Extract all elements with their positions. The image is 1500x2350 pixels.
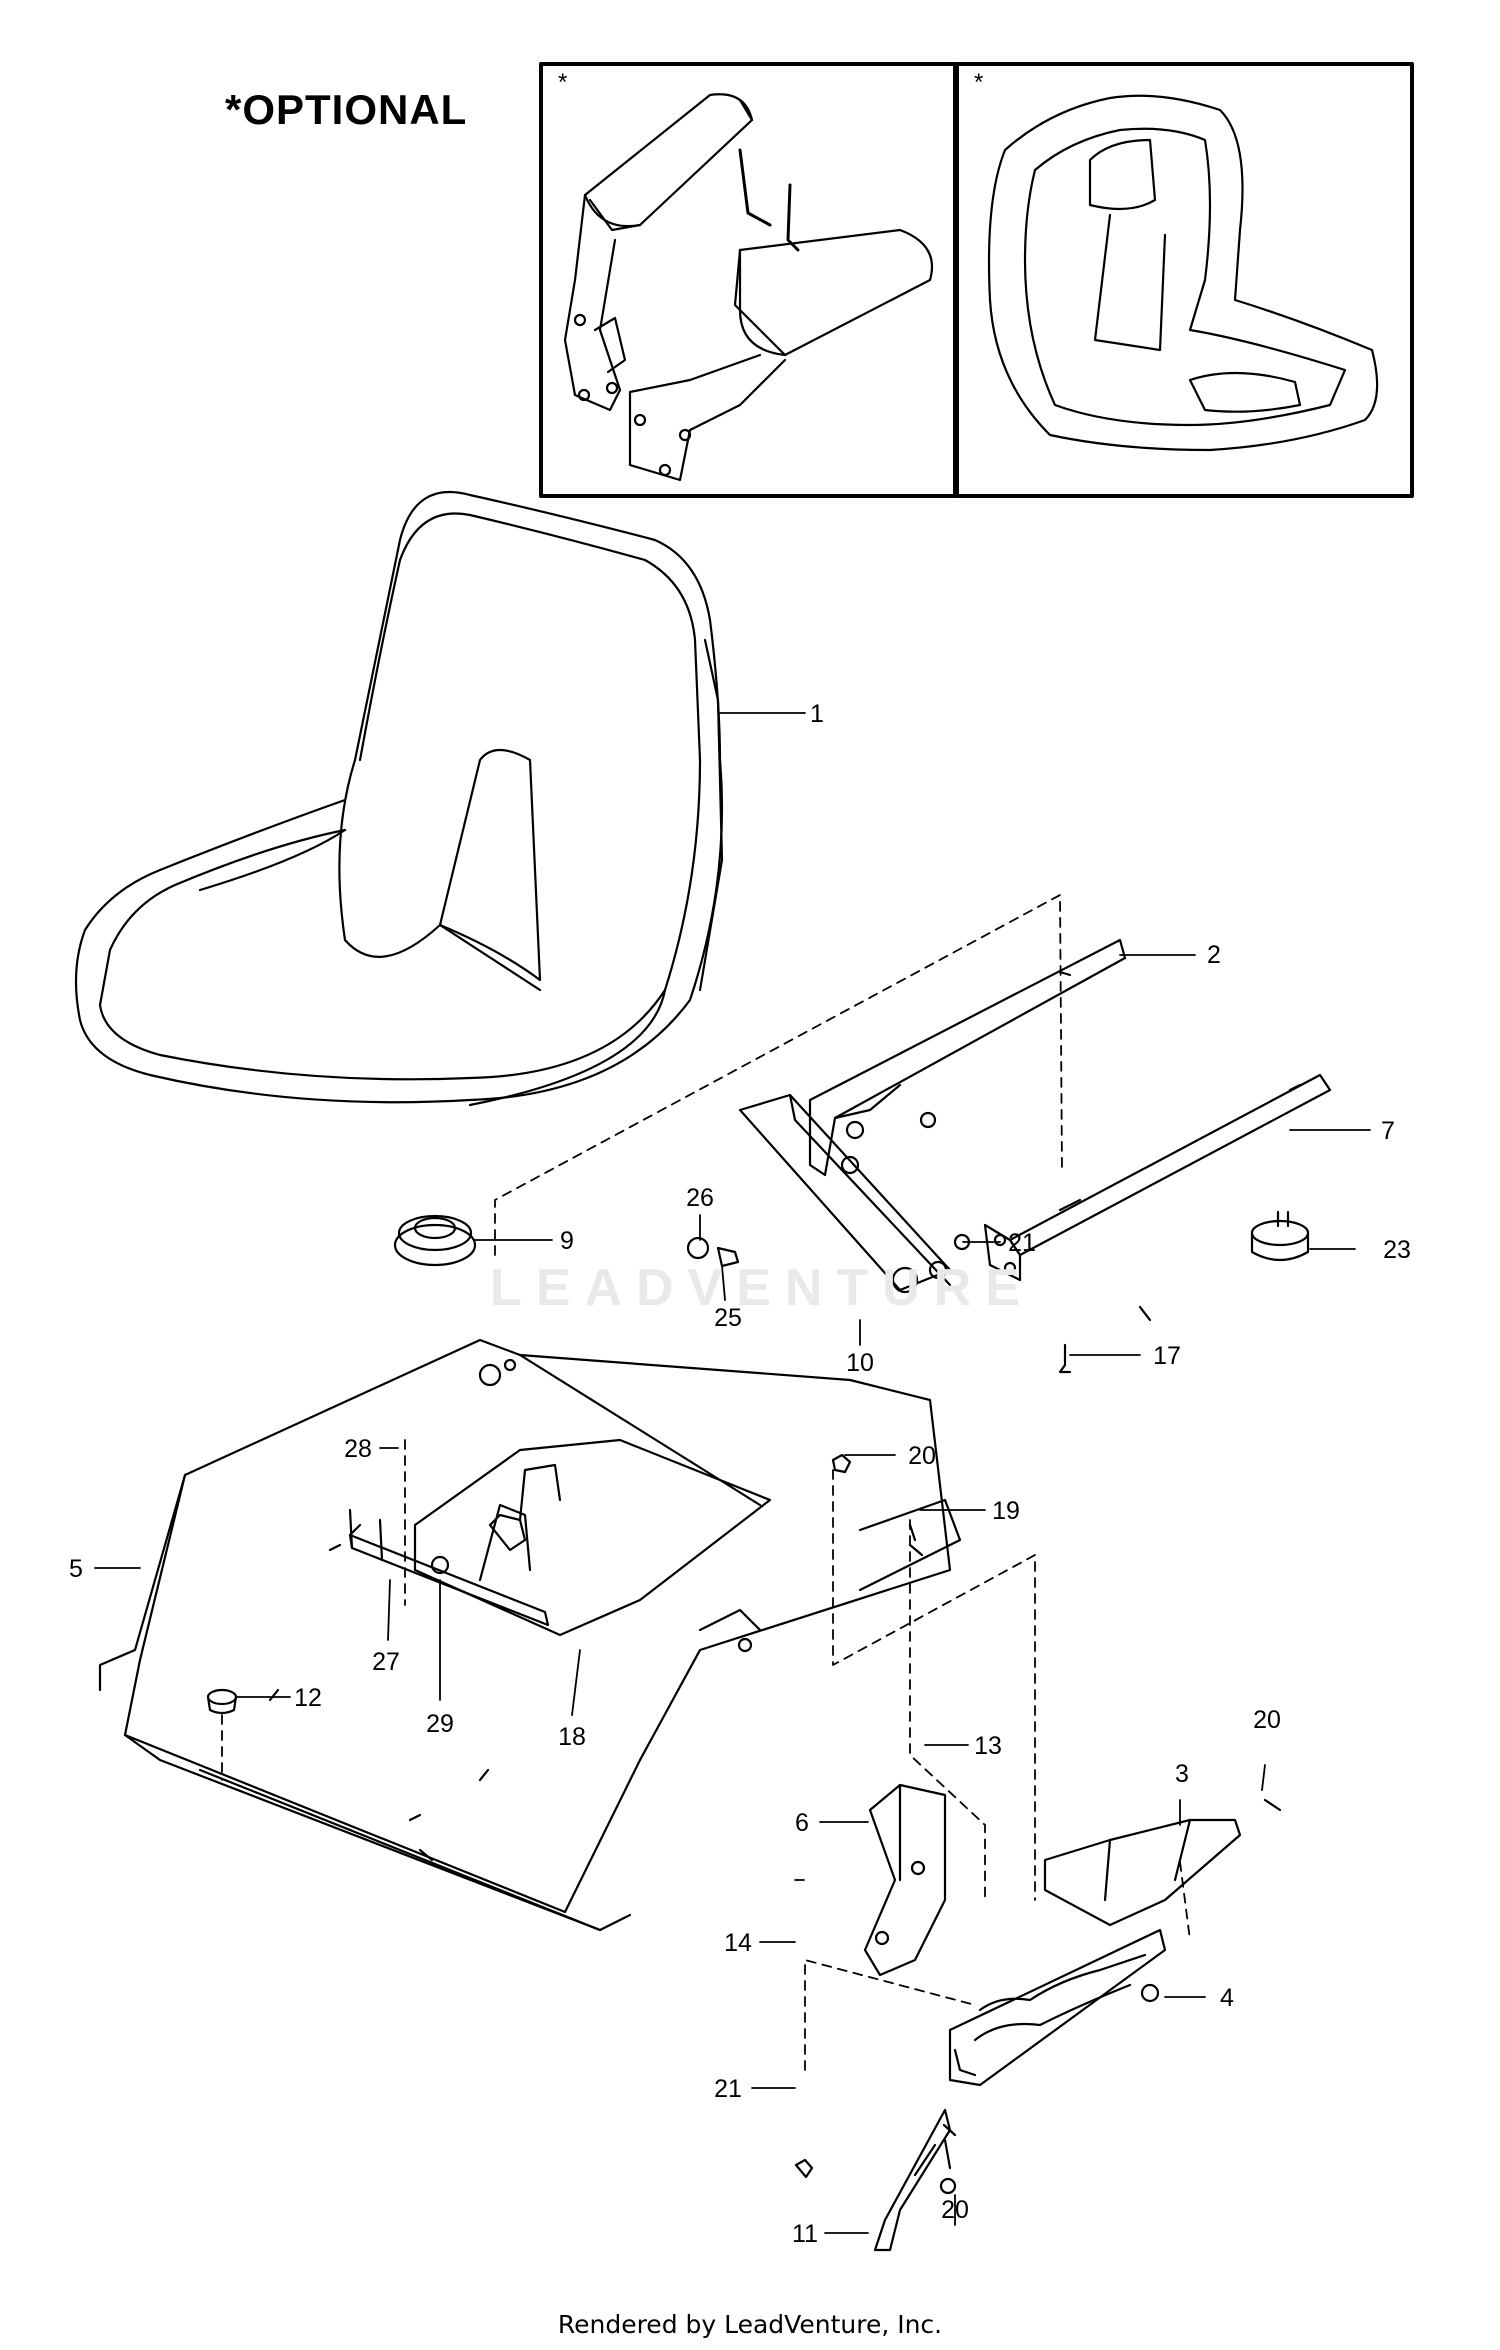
callout-23: 23: [1383, 1236, 1411, 1264]
part-9-knob: [393, 1214, 477, 1267]
assembly-lines: [221, 894, 1191, 2071]
watermark: LEADVENTURE: [490, 1259, 1035, 1317]
callout-21-lower: 21: [714, 2075, 742, 2103]
high-back-seat-drawing: *: [974, 69, 1379, 452]
callout-19: 19: [992, 1497, 1020, 1525]
part-1-seat: [74, 490, 724, 1107]
callout-20-upper: 20: [908, 1442, 936, 1470]
callout-28: 28: [344, 1435, 372, 1463]
callout-14: 14: [724, 1929, 752, 1957]
callout-20-lower: 20: [941, 2196, 969, 2224]
callout-7: 7: [1381, 1117, 1395, 1145]
callout-9: 9: [560, 1227, 574, 1255]
callout-6: 6: [795, 1809, 809, 1837]
callout-29: 29: [426, 1710, 454, 1738]
part-10-slide: [738, 1093, 952, 1294]
callout-4: 4: [1220, 1984, 1234, 2012]
callout-21-upper: 21: [1008, 1229, 1036, 1257]
footer-credit: Rendered by LeadVenture, Inc.: [557, 2310, 943, 2339]
callout-2: 2: [1207, 941, 1221, 969]
seat-asterisk: *: [974, 69, 983, 96]
callout-25: 25: [714, 1304, 742, 1332]
callout-1: 1: [810, 700, 824, 728]
part-4-plate: [948, 1928, 1167, 2087]
part-2-bracket: [808, 938, 1127, 1177]
leader-lines: [94, 712, 1371, 2234]
optional-label: *OPTIONAL: [225, 86, 468, 133]
part-11-link: [873, 2108, 952, 2252]
callout-26: 26: [686, 1184, 714, 1212]
part-7-rail: [983, 1073, 1332, 1282]
callout-27: 27: [372, 1648, 400, 1676]
callout-20-right: 20: [1253, 1706, 1281, 1734]
callout-3: 3: [1175, 1760, 1189, 1788]
callout-11: 11: [792, 2220, 818, 2248]
armrest-kit-drawing: *: [558, 69, 934, 482]
part-3-bracket: [1043, 1818, 1242, 1927]
fasteners: [686, 1233, 1282, 2195]
part-27-rod: [348, 1508, 550, 1627]
callout-10: 10: [846, 1349, 874, 1377]
part-23-bumper: [1250, 1210, 1310, 1262]
callout-5: 5: [69, 1555, 83, 1583]
armrest-asterisk: *: [558, 69, 567, 96]
callout-17: 17: [1153, 1342, 1181, 1370]
part-12-cap: [206, 1688, 238, 1715]
part-6-bracket: [863, 1783, 947, 1977]
part-5-frame: [98, 1338, 962, 1932]
callout-18: 18: [558, 1723, 586, 1751]
optional-panel: [539, 62, 1414, 498]
callout-13: 13: [974, 1732, 1002, 1760]
callout-12: 12: [294, 1684, 322, 1712]
callout-numbers: 1 2 7 9 26 21 23 25 10 17 28 20 19 5 27 …: [69, 700, 1411, 2248]
